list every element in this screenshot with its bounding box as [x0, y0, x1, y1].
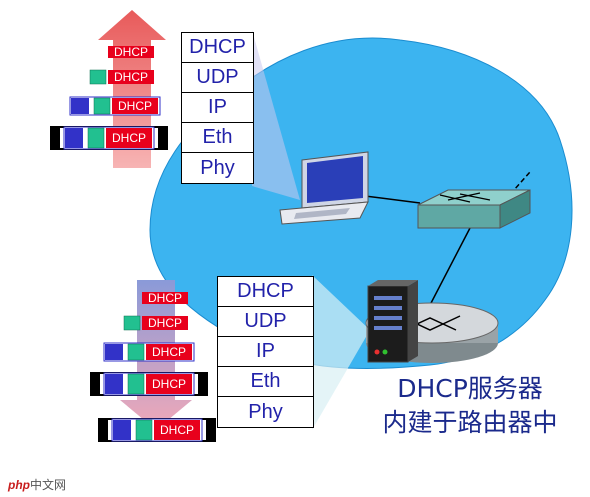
- dhcp-label: DHCP: [112, 131, 146, 145]
- switch-router-link: [429, 227, 471, 306]
- dhcp-label: DHCP: [148, 316, 182, 330]
- dhcp-label: DHCP: [114, 70, 148, 84]
- dhcp-label: DHCP: [160, 423, 194, 437]
- ip-header: [105, 374, 123, 394]
- dhcp-payload: [108, 46, 154, 58]
- packet-level-0: DHCP: [142, 291, 188, 305]
- packet-level-3: DHCP: [90, 372, 208, 396]
- packet-level-3: DHCP: [50, 126, 168, 150]
- dhcp-label: DHCP: [148, 291, 182, 305]
- udp-header: [93, 97, 111, 115]
- packet-level-0: DHCP: [108, 45, 154, 59]
- watermark-text: 中文网: [30, 478, 67, 492]
- bottom-protocol-stack: DHCP UDP IP Eth Phy: [217, 276, 314, 428]
- dhcp-payload: [142, 316, 188, 330]
- ip-header: [113, 420, 131, 440]
- caption-line-1: DHCP服务器: [397, 374, 543, 403]
- dhcp-label: DHCP: [152, 345, 186, 359]
- dhcp-label: DHCP: [118, 99, 152, 113]
- dhcp-payload: [108, 70, 154, 84]
- layer-ip: IP: [182, 93, 253, 123]
- server-icon: [367, 280, 418, 363]
- layer-phy: Phy: [248, 400, 283, 423]
- watermark-logo: php: [8, 478, 30, 492]
- layer-ip: IP: [218, 337, 313, 367]
- switch-icon: [417, 189, 531, 229]
- dhcp-payload: [142, 292, 188, 304]
- udp-header: [89, 69, 107, 85]
- ip-header: [105, 344, 123, 360]
- bottom-stack-projection: [312, 275, 370, 430]
- server-caption: DHCP服务器 内建于路由器中: [350, 372, 590, 440]
- switch-uplink: [504, 171, 531, 201]
- layer-dhcp: DHCP: [218, 277, 313, 307]
- dhcp-payload: [146, 344, 192, 360]
- dhcp-payload: [112, 98, 158, 114]
- layer-dhcp: DHCP: [182, 33, 253, 63]
- laptop-icon: [279, 151, 369, 225]
- packet-level-1: DHCP: [123, 315, 188, 331]
- ip-header: [71, 98, 89, 114]
- layer-phy: Phy: [200, 156, 235, 179]
- laptop-switch-link: [364, 195, 421, 204]
- udp-header: [127, 343, 145, 361]
- layer-eth: Eth: [218, 367, 313, 397]
- dhcp-payload: [146, 374, 192, 394]
- layer-udp: UDP: [182, 63, 253, 93]
- top-stack-projection: [252, 30, 300, 200]
- layer-udp: UDP: [218, 307, 313, 337]
- dhcp-payload: [154, 420, 200, 440]
- packet-level-2: DHCP: [69, 96, 161, 116]
- top-protocol-stack: DHCP UDP IP Eth Phy: [181, 32, 254, 184]
- dhcp-payload: [106, 128, 152, 148]
- udp-header: [87, 127, 105, 149]
- udp-header: [123, 315, 141, 331]
- layer-eth: Eth: [182, 123, 253, 153]
- packet-level-1: DHCP: [89, 69, 154, 85]
- packet-level-3: DHCP: [98, 418, 216, 442]
- dhcp-label: DHCP: [114, 45, 148, 59]
- ip-header: [65, 128, 83, 148]
- udp-header: [135, 419, 153, 441]
- udp-header: [127, 373, 145, 395]
- dhcp-label: DHCP: [152, 377, 186, 391]
- packet-level-2: DHCP: [103, 342, 195, 362]
- watermark: php中文网: [8, 476, 66, 493]
- caption-line-2: 内建于路由器中: [382, 408, 558, 437]
